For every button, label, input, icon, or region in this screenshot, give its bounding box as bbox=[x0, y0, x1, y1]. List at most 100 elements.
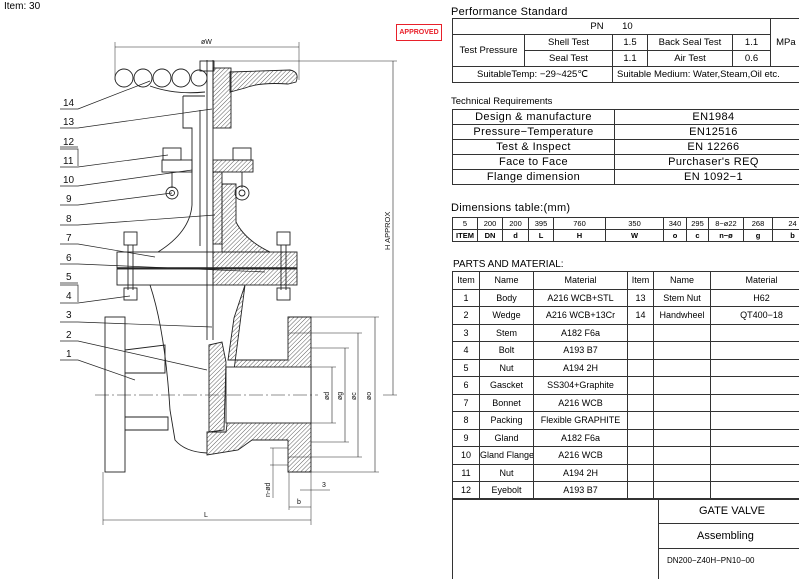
part-item: 4 bbox=[453, 342, 480, 360]
dimension-value: 340 bbox=[664, 218, 687, 230]
shell-test-value: 1.5 bbox=[613, 35, 648, 51]
tech-label: Face to Face bbox=[453, 155, 615, 170]
dimension-header: n−ø bbox=[709, 230, 744, 242]
seal-test-label: Seal Test bbox=[525, 51, 613, 67]
part-item: 10 bbox=[453, 447, 480, 465]
part-item bbox=[628, 482, 654, 500]
part-name bbox=[654, 377, 711, 395]
part-material: A182 F6a bbox=[534, 324, 628, 342]
part-item: 5 bbox=[453, 359, 480, 377]
dimension-header: d bbox=[503, 230, 529, 242]
callout-12: 12 bbox=[63, 137, 75, 148]
part-name bbox=[654, 412, 711, 430]
dim-g-label: øg bbox=[337, 392, 344, 400]
part-name: Packing bbox=[480, 412, 534, 430]
tech-label: Design & manufacture bbox=[453, 110, 615, 125]
stem-nut bbox=[213, 68, 231, 128]
suitable-medium: Suitable Medium: Water,Steam,Oil etc. bbox=[613, 67, 799, 83]
part-material: A194 2H bbox=[534, 359, 628, 377]
part-item bbox=[628, 464, 654, 482]
part-item bbox=[628, 377, 654, 395]
dim-3-label: 3 bbox=[322, 482, 326, 489]
dimension-header: c bbox=[687, 230, 709, 242]
dimension-header: g bbox=[744, 230, 773, 242]
part-name bbox=[654, 429, 711, 447]
part-material bbox=[711, 464, 799, 482]
part-material bbox=[711, 429, 799, 447]
part-item: 3 bbox=[453, 324, 480, 342]
tech-label: Flange dimension bbox=[453, 170, 615, 185]
part-name bbox=[654, 324, 711, 342]
part-name: Gascket bbox=[480, 377, 534, 395]
callout-11: 11 bbox=[63, 156, 74, 167]
part-material: Flexible GRAPHITE bbox=[534, 412, 628, 430]
dimension-header: DN bbox=[478, 230, 503, 242]
drawing-code: DN200−Z40H−PN10−00 bbox=[659, 549, 799, 573]
part-item bbox=[628, 447, 654, 465]
column-header: Material bbox=[534, 272, 628, 290]
air-test-label: Air Test bbox=[648, 51, 733, 67]
column-header: Item bbox=[453, 272, 480, 290]
part-item bbox=[628, 429, 654, 447]
dimension-value: 8−ø22 bbox=[709, 218, 744, 230]
part-name: Gland bbox=[480, 429, 534, 447]
part-material bbox=[711, 447, 799, 465]
part-material: A193 B7 bbox=[534, 482, 628, 500]
back-seal-test-value: 1.1 bbox=[733, 35, 771, 51]
back-seal-test-label: Back Seal Test bbox=[648, 35, 733, 51]
part-material bbox=[711, 394, 799, 412]
callout-14: 14 bbox=[63, 98, 75, 109]
part-name bbox=[654, 482, 711, 500]
tech-value: EN1984 bbox=[615, 110, 799, 125]
part-material: H62 bbox=[711, 289, 799, 307]
dimension-value: 200 bbox=[478, 218, 503, 230]
part-name bbox=[654, 359, 711, 377]
part-item: 9 bbox=[453, 429, 480, 447]
title-block: GATE VALVE Assembling DN200−Z40H−PN10−00 bbox=[452, 498, 799, 579]
tech-value: Purchaser's REQ bbox=[615, 155, 799, 170]
part-name: Stem bbox=[480, 324, 534, 342]
part-material bbox=[711, 377, 799, 395]
performance-title: Performance Standard bbox=[451, 6, 568, 18]
tech-value: EN12516 bbox=[615, 125, 799, 140]
part-material bbox=[711, 359, 799, 377]
part-name: Nut bbox=[480, 359, 534, 377]
part-material: A194 2H bbox=[534, 464, 628, 482]
part-name bbox=[654, 447, 711, 465]
column-header: Name bbox=[480, 272, 534, 290]
dim-c-label: øc bbox=[351, 392, 358, 400]
callout-4: 4 bbox=[66, 291, 72, 302]
dimension-header: b bbox=[773, 230, 799, 242]
part-item bbox=[628, 412, 654, 430]
part-name bbox=[654, 394, 711, 412]
callout-6: 6 bbox=[66, 253, 72, 264]
callout-3: 3 bbox=[66, 310, 72, 321]
dimension-value: 350 bbox=[606, 218, 664, 230]
pn-cell: PN 10 bbox=[453, 19, 771, 35]
technical-title: Technical Requirements bbox=[451, 96, 552, 107]
part-item: 8 bbox=[453, 412, 480, 430]
part-material bbox=[711, 482, 799, 500]
part-name: Body bbox=[480, 289, 534, 307]
part-item: 1 bbox=[453, 289, 480, 307]
dim-w-label: øW bbox=[201, 39, 212, 46]
column-header: Item bbox=[628, 272, 654, 290]
dim-o-label: øo bbox=[366, 392, 373, 400]
dimension-value: 200 bbox=[503, 218, 529, 230]
part-item: 14 bbox=[628, 307, 654, 325]
